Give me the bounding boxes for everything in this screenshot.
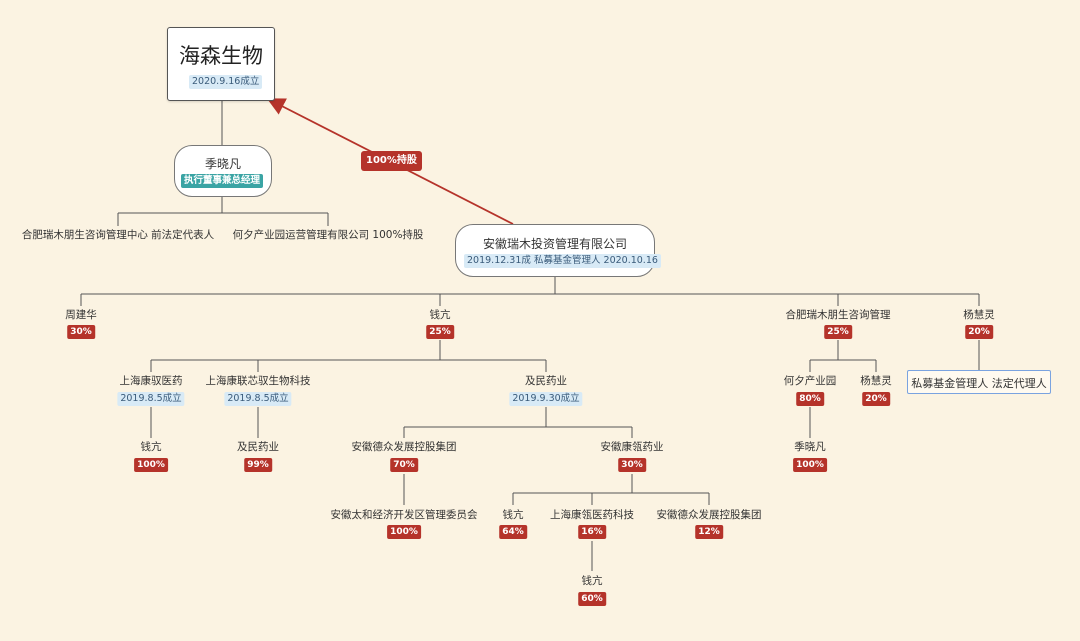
- shareholder-qiankang: 钱亢: [429, 309, 451, 321]
- jixiaofan-child-1: 合肥瑞木朋生咨询管理中心 前法定代表人: [21, 229, 215, 241]
- founded-badge: 2019.12.31成立: [464, 254, 544, 268]
- pct-badge: 99%: [244, 458, 272, 472]
- pct-badge: 16%: [578, 525, 606, 539]
- hexi-child: 季晓凡: [794, 441, 826, 453]
- kangling-yiyao-child: 钱亢: [581, 575, 603, 587]
- kangyu-child: 钱亢: [140, 441, 162, 453]
- kanglian-child: 及民药业: [237, 441, 279, 453]
- hefei-holder-yanghuiling: 杨慧灵: [860, 375, 892, 387]
- root-company-name: 海森生物: [179, 44, 263, 68]
- kangling-holder-kangling-yiyao: 上海康瓴医药科技: [550, 509, 634, 521]
- company-node-anhui-ruimu[interactable]: 安徽瑞木投资管理有限公司 2019.12.31成立 私募基金管理人 2020.1…: [455, 224, 661, 277]
- pct-badge: 80%: [796, 392, 824, 406]
- shareholder-yanghuiling: 杨慧灵: [963, 309, 995, 321]
- founded-badge: 2019.8.5成立: [117, 392, 185, 406]
- company-jimin: 及民药业: [525, 375, 567, 387]
- founded-badge: 2019.9.30成立: [509, 392, 583, 406]
- root-founded-badge: 2020.9.16成立: [189, 75, 263, 89]
- pct-badge: 20%: [862, 392, 890, 406]
- pct-badge: 60%: [578, 592, 606, 606]
- company-kangling: 安徽康瓴药业: [600, 441, 664, 453]
- pct-badge: 100%: [793, 458, 827, 472]
- shareholder-hefei-ruimu: 合肥瑞木朋生咨询管理: [785, 309, 891, 321]
- company-name: 安徽瑞木投资管理有限公司: [482, 237, 627, 251]
- fund-badge: 私募基金管理人 2020.10.16: [531, 254, 661, 268]
- hefei-holder-hexi: 何夕产业园: [783, 375, 837, 387]
- pct-badge: 12%: [695, 525, 723, 539]
- ownership-edge-label: 100%持股: [361, 151, 422, 171]
- note-text: 私募基金管理人 法定代理人: [911, 377, 1047, 390]
- pct-badge: 20%: [965, 325, 993, 339]
- company-kangyu: 上海康驭医药: [119, 375, 183, 387]
- root-company-node[interactable]: 海森生物 2020.9.16成立: [167, 27, 275, 101]
- person-node-jixiaofan[interactable]: 季晓凡 执行董事兼总经理: [174, 145, 272, 197]
- company-taihe: 安徽太和经济开发区管理委员会: [330, 509, 478, 521]
- pct-badge: 70%: [390, 458, 418, 472]
- pct-badge: 25%: [426, 325, 454, 339]
- jixiaofan-child-2: 何夕产业园运营管理有限公司 100%持股: [232, 229, 424, 241]
- company-kanglian: 上海康联芯驭生物科技: [205, 375, 311, 387]
- pct-badge: 100%: [134, 458, 168, 472]
- person-name: 季晓凡: [204, 157, 241, 171]
- pct-badge: 30%: [618, 458, 646, 472]
- pct-badge: 64%: [499, 525, 527, 539]
- role-badge: 执行董事兼总经理: [181, 174, 264, 188]
- kangling-holder-qiankang: 钱亢: [502, 509, 524, 521]
- founded-badge: 2019.8.5成立: [224, 392, 292, 406]
- pct-badge: 25%: [824, 325, 852, 339]
- yanghuiling-note[interactable]: 私募基金管理人 法定代理人: [907, 370, 1051, 394]
- pct-badge: 100%: [387, 525, 421, 539]
- shareholder-zhoujianhua: 周建华: [65, 309, 97, 321]
- pct-badge: 30%: [67, 325, 95, 339]
- kangling-holder-dezhong: 安徽德众发展控股集团: [656, 509, 762, 521]
- company-dezhong: 安徽德众发展控股集团: [351, 441, 457, 453]
